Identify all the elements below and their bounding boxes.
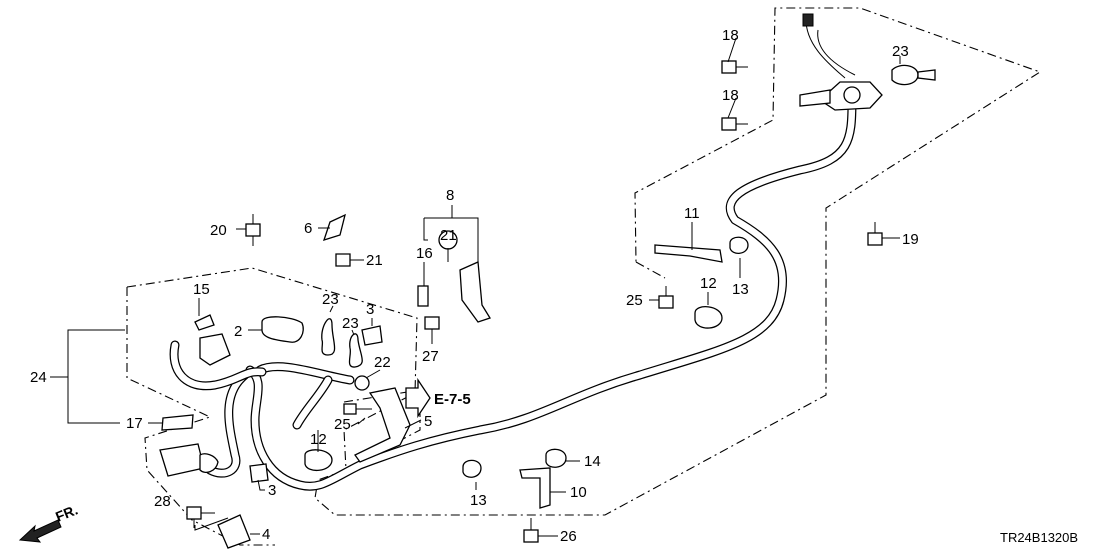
callout-6: 6 bbox=[304, 220, 312, 237]
callout-18-upper: 18 bbox=[722, 27, 739, 44]
callout-21-center: 21 bbox=[440, 227, 457, 244]
bolt-25-upper bbox=[658, 286, 674, 309]
callout-5: 5 bbox=[424, 413, 432, 430]
bracket-11 bbox=[654, 244, 723, 263]
bolt-26 bbox=[424, 316, 440, 338]
callout-19: 19 bbox=[902, 231, 919, 248]
bolt-18b bbox=[721, 117, 748, 131]
clip-23-b bbox=[348, 333, 363, 368]
clamp-12-right bbox=[694, 306, 723, 329]
callout-12-right: 12 bbox=[700, 275, 717, 292]
callout-27: 28 bbox=[154, 493, 171, 510]
clamp-12-left bbox=[304, 449, 333, 471]
callout-23-lower: 23 bbox=[342, 315, 359, 332]
seal-15 bbox=[161, 414, 194, 431]
callout-15: 17 bbox=[126, 415, 143, 432]
bracket-4 bbox=[217, 514, 251, 549]
callout-23-right: 23 bbox=[892, 43, 909, 60]
bolt-20 bbox=[245, 214, 261, 246]
callout-8: 8 bbox=[446, 187, 454, 204]
clip-23-a bbox=[321, 318, 336, 356]
leader-lines bbox=[50, 37, 901, 537]
clamp-3-upper bbox=[361, 325, 383, 346]
bracket-8 bbox=[438, 230, 491, 323]
refrigerant-pipe bbox=[169, 95, 857, 491]
callout-12-left: 12 bbox=[310, 431, 327, 448]
clamp-13-lower bbox=[462, 459, 482, 478]
callout-16: 15 bbox=[193, 281, 210, 298]
callout-10: 10 bbox=[570, 484, 587, 501]
callout-13-upper: 13 bbox=[732, 281, 749, 298]
front-direction-label: FR. bbox=[53, 501, 80, 524]
callout-2: 2 bbox=[234, 323, 242, 340]
callout-18-lower: 18 bbox=[722, 87, 739, 104]
clamp-14 bbox=[545, 448, 567, 468]
callout-14: 14 bbox=[584, 453, 601, 470]
bolt-27 bbox=[186, 506, 202, 528]
callout-22: 22 bbox=[374, 354, 391, 371]
callout-4: 4 bbox=[262, 526, 270, 543]
callout-25-upper: 25 bbox=[626, 292, 643, 309]
nut-21-left bbox=[335, 253, 351, 267]
reference-label: E-7-5 bbox=[434, 391, 471, 408]
spring-17 bbox=[417, 285, 429, 307]
callout-26: 27 bbox=[422, 348, 439, 365]
front-direction-arrow bbox=[18, 519, 62, 543]
grommet-22 bbox=[354, 375, 370, 391]
callout-20: 20 bbox=[210, 222, 227, 239]
connector-16 bbox=[194, 314, 215, 331]
callout-11: 11 bbox=[684, 205, 700, 222]
valve-assembly-top bbox=[799, 13, 936, 111]
bracket-6 bbox=[322, 213, 346, 241]
bolt-19 bbox=[867, 222, 883, 246]
expansion-valve bbox=[159, 443, 219, 477]
callout-13-lower: 13 bbox=[470, 492, 487, 509]
callout-21-left: 21 bbox=[366, 252, 383, 269]
clamp-13-upper bbox=[729, 236, 749, 254]
callout-3-upper: 3 bbox=[366, 301, 374, 318]
clamp-3-lower bbox=[249, 463, 269, 483]
callouts: 18 18 23 19 11 13 12 25 8 21 16 27 20 6 … bbox=[30, 27, 919, 545]
bracket-5 bbox=[354, 387, 411, 463]
callout-3-lower: 3 bbox=[268, 482, 276, 499]
callout-17: 16 bbox=[416, 245, 433, 262]
grommet-2 bbox=[261, 316, 304, 343]
bolt-24 bbox=[343, 403, 372, 415]
bolt-18a bbox=[721, 60, 748, 74]
drawing-code: TR24B1320B bbox=[1000, 530, 1078, 545]
reference-arrow bbox=[405, 377, 431, 419]
bracket-10 bbox=[519, 467, 551, 509]
callout-25-lower: 26 bbox=[560, 528, 577, 545]
callout-23-upper: 23 bbox=[322, 291, 339, 308]
callout-28: 24 bbox=[30, 369, 47, 386]
callout-24: 25 bbox=[334, 416, 351, 433]
bolt-25-lower bbox=[523, 518, 539, 543]
block-valve bbox=[199, 333, 231, 366]
